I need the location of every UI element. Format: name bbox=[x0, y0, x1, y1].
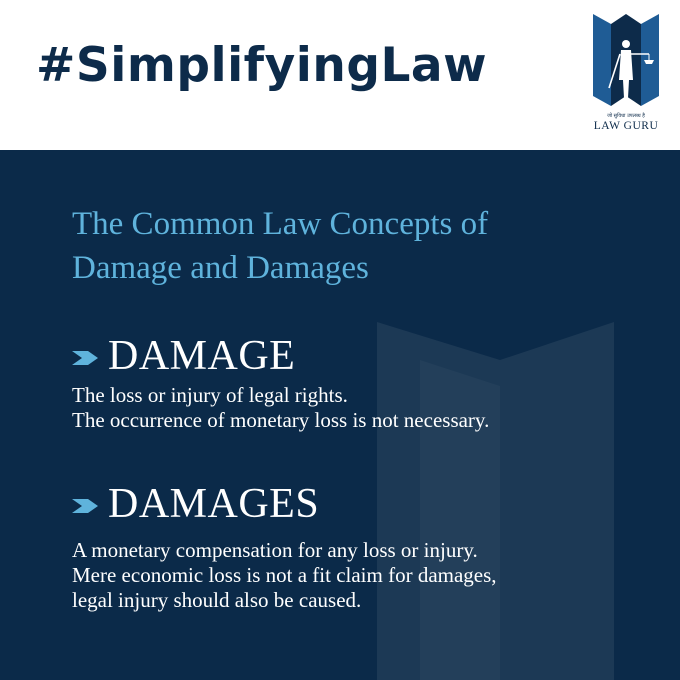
section-title-text: DAMAGES bbox=[108, 481, 320, 527]
description-line: legal injury should also be caused. bbox=[72, 588, 362, 612]
heading-line-1: The Common Law Concepts of bbox=[72, 206, 489, 242]
content-panel: The Common Law Concepts of Damage and Da… bbox=[0, 150, 680, 680]
justice-statue-icon bbox=[593, 14, 659, 106]
logo-name: LAW GURU bbox=[593, 120, 659, 132]
section-title-text: DAMAGE bbox=[108, 333, 296, 379]
chevron-right-icon bbox=[72, 499, 98, 513]
hashtag-title: #SimplifyingLaw bbox=[36, 38, 488, 93]
chevron-right-icon bbox=[72, 351, 98, 365]
description-line: A monetary compensation for any loss or … bbox=[72, 538, 478, 562]
watermark-book-icon bbox=[377, 322, 614, 680]
section-description-damage: The loss or injury of legal rights. The … bbox=[72, 383, 662, 433]
page-heading: The Common Law Concepts of Damage and Da… bbox=[72, 202, 632, 290]
section-title-damages: DAMAGES bbox=[72, 480, 319, 528]
description-line: The occurrence of monetary loss is not n… bbox=[72, 408, 490, 432]
header-band: #SimplifyingLaw जो सुविधा उपलब्ध है LAW … bbox=[0, 0, 680, 150]
law-guru-logo: जो सुविधा उपलब्ध है LAW GURU bbox=[591, 10, 661, 145]
logo-tagline: जो सुविधा उपलब्ध है bbox=[607, 113, 645, 119]
section-description-damages: A monetary compensation for any loss or … bbox=[72, 538, 662, 613]
section-title-damage: DAMAGE bbox=[72, 332, 295, 380]
description-line: Mere economic loss is not a fit claim fo… bbox=[72, 563, 497, 587]
description-line: The loss or injury of legal rights. bbox=[72, 383, 348, 407]
heading-line-2: Damage and Damages bbox=[72, 250, 369, 286]
